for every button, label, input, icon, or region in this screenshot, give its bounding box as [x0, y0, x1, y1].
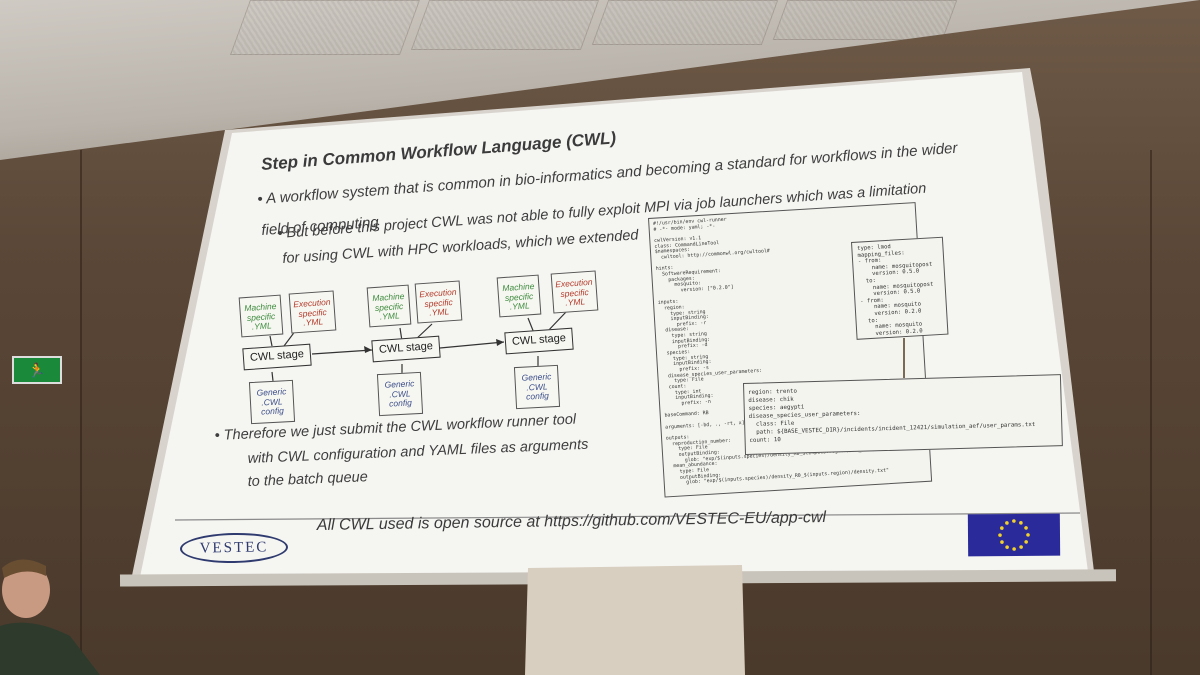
machine-yml-doc: Machine specific .YML: [238, 294, 284, 338]
machine-yml-doc: Machine specific .YML: [366, 284, 412, 328]
cwl-stage-3: CWL stage: [504, 327, 574, 355]
machine-yml-doc: Machine specific .YML: [496, 274, 542, 318]
arrow-head: [496, 339, 504, 346]
eu-star: [1019, 545, 1023, 549]
eu-star: [1012, 519, 1016, 523]
stage-arrow: [439, 341, 505, 349]
eu-star: [1026, 533, 1030, 537]
eu-stars-icon: [998, 519, 1030, 551]
eu-star: [1024, 526, 1028, 530]
cwl-stage-1: CWL stage: [242, 343, 312, 371]
wall-panel-seam: [1150, 150, 1152, 675]
eu-star: [998, 533, 1002, 537]
config-arrow: [271, 371, 274, 382]
connector-bar: [903, 338, 905, 378]
eu-star: [1005, 521, 1009, 525]
input-arrow: [269, 335, 273, 347]
eu-star: [1005, 545, 1009, 549]
eu-star: [1012, 547, 1016, 551]
footer-divider: [174, 512, 1081, 521]
execution-yml-doc: Execution specific .YML: [414, 280, 463, 324]
stage-arrow: [311, 349, 373, 355]
doc-line: config: [260, 405, 285, 417]
cwl-stage-2: CWL stage: [371, 335, 441, 363]
eu-flag: [967, 513, 1061, 557]
eu-star: [1024, 540, 1028, 544]
person-silhouette: [0, 559, 100, 675]
exit-sign: 🏃: [12, 356, 62, 384]
wall-panel-seam: [80, 150, 82, 675]
doc-line: config: [388, 397, 413, 409]
generic-cwl-doc: Generic .CWL config: [513, 364, 561, 410]
arrow-head: [364, 346, 372, 353]
execution-yml-doc: Execution specific .YML: [550, 270, 599, 314]
eu-star: [1000, 540, 1004, 544]
person-head: [2, 562, 50, 618]
person-hair: [2, 559, 46, 578]
generic-cwl-doc: Generic .CWL config: [376, 371, 424, 417]
generic-cwl-doc: Generic .CWL config: [248, 379, 296, 425]
person-body: [0, 622, 100, 675]
eu-star: [1019, 521, 1023, 525]
lectern: [525, 565, 745, 675]
execution-yml-doc: Execution specific .YML: [288, 290, 337, 334]
audience-person: [0, 556, 100, 675]
eu-star: [1000, 526, 1004, 530]
doc-line: config: [525, 390, 550, 402]
